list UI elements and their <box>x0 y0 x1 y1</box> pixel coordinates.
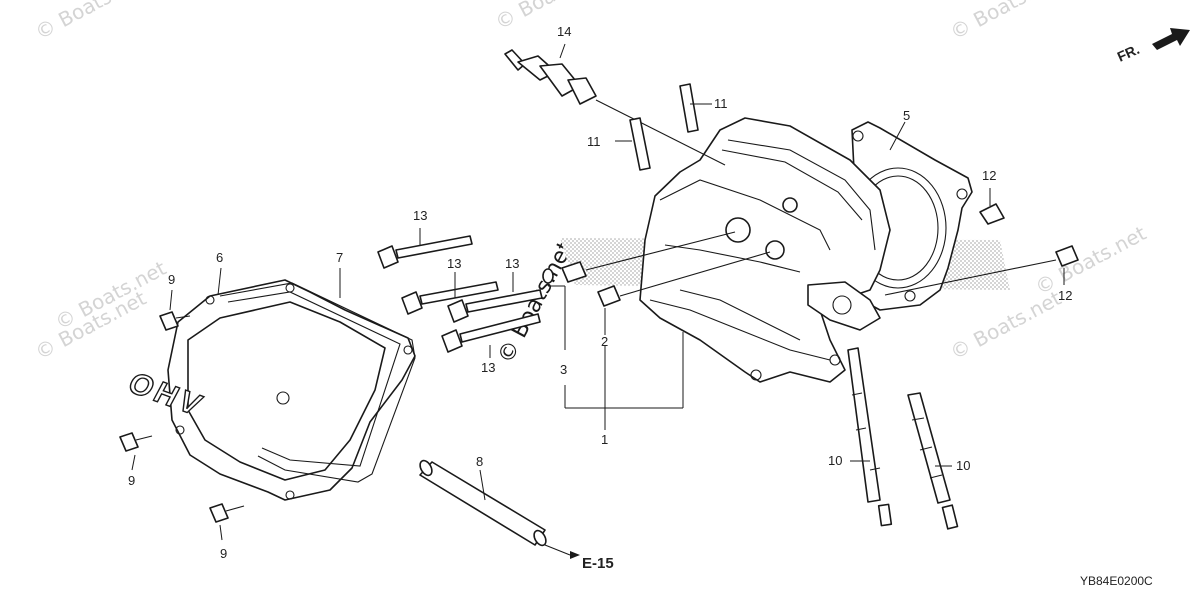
callout-9: 9 <box>220 546 227 561</box>
head-cover: OHV <box>122 279 416 501</box>
flange-bolt-long <box>441 313 541 353</box>
stud-bolt <box>907 392 959 530</box>
callout-5: 5 <box>903 108 910 123</box>
callout-9: 9 <box>168 272 175 287</box>
stud-bolt <box>847 347 893 527</box>
callout-10: 10 <box>828 453 842 468</box>
callout-11: 11 <box>587 134 601 149</box>
alignment-line <box>884 259 1057 296</box>
dowel-pin <box>561 261 587 283</box>
reference-label: E-15 <box>582 555 614 572</box>
watermark: © Boats.net <box>31 0 150 44</box>
o-ring <box>542 268 554 284</box>
flange-bolt <box>159 311 191 331</box>
flange-bolt <box>119 432 153 452</box>
direction-label: FR. <box>1115 41 1142 65</box>
callout-13: 13 <box>447 256 461 271</box>
figure-code: YB84E0200C <box>1080 574 1153 588</box>
alignment-line <box>595 99 726 166</box>
watermark: © Boats.net <box>1031 221 1150 300</box>
stud-bolt-short <box>629 117 651 171</box>
breather-tube <box>419 459 547 547</box>
callout-3: 3 <box>560 362 567 377</box>
alignment-line <box>585 231 736 271</box>
callout-6: 6 <box>216 250 223 265</box>
callout-10: 10 <box>956 458 970 473</box>
callout-13: 13 <box>481 360 495 375</box>
callout-11: 11 <box>714 96 728 111</box>
cap-pin <box>1055 245 1079 267</box>
callout-12: 12 <box>982 168 996 183</box>
callout-1: 1 <box>601 432 608 447</box>
flange-bolt-long <box>401 281 499 315</box>
flange-bolt-long <box>447 289 543 323</box>
callout-12: 12 <box>1058 288 1072 303</box>
callout-7: 7 <box>336 250 343 265</box>
head-cover-gasket <box>219 282 416 483</box>
callout-13: 13 <box>413 208 427 223</box>
callout-14: 14 <box>557 24 571 39</box>
flange-bolt <box>209 503 245 523</box>
cap-pin <box>979 203 1005 225</box>
watermark: © Boats.net <box>491 0 610 34</box>
callout-9: 9 <box>128 473 135 488</box>
dowel-pin <box>597 285 621 307</box>
spark-plug <box>504 49 597 105</box>
reference-arrow <box>570 551 580 559</box>
callout-2: 2 <box>601 334 608 349</box>
alignment-line <box>619 251 771 297</box>
front-direction-arrow: FR. <box>1115 28 1190 65</box>
cylinder-head <box>639 117 891 383</box>
watermark: © Boats.net <box>946 286 1065 365</box>
flange-bolt-long <box>377 235 473 269</box>
callout-8: 8 <box>476 454 483 469</box>
stud-bolt-short <box>679 83 699 133</box>
watermark: © Boats.net <box>946 0 1065 44</box>
callout-13: 13 <box>505 256 519 271</box>
